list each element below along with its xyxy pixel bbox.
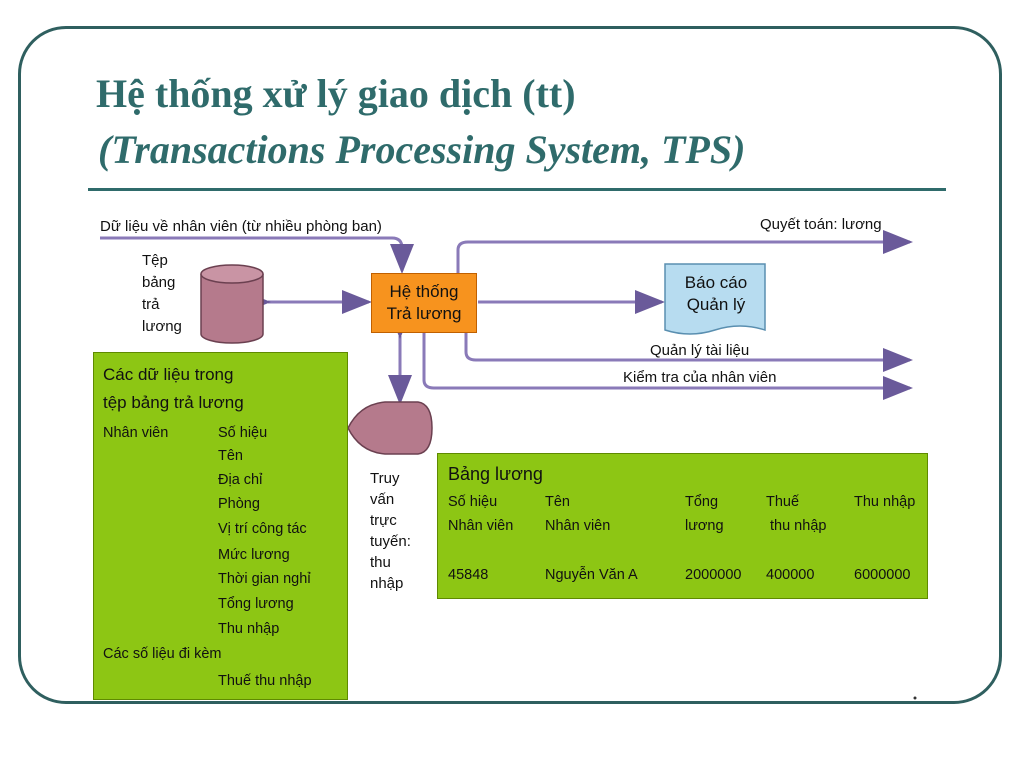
report-document-shape — [664, 263, 766, 335]
column-header: Tên — [545, 494, 570, 510]
file-data-panel: Các dữ liệu trong tệp bảng trả lương Nhâ… — [93, 352, 348, 700]
file-label: Tệp bảng trả lương — [142, 252, 182, 335]
group-attached-label: Các số liệu đi kèm — [103, 646, 222, 662]
column-header: Nhân viên — [448, 518, 514, 534]
field-item: Phòng — [218, 496, 260, 512]
column-header: Thuế — [766, 494, 800, 510]
field-item: Địa chỉ — [218, 472, 263, 488]
table-cell: Nguyễn Văn A — [545, 567, 638, 583]
title-divider — [88, 188, 946, 191]
column-header: Nhân viên — [545, 518, 611, 534]
column-header: thu nhập — [770, 518, 827, 534]
payroll-title: Bảng lương — [448, 464, 543, 484]
slide-frame — [18, 26, 1002, 704]
table-cell: 6000000 — [854, 567, 911, 583]
database-cylinder-icon — [200, 264, 264, 344]
online-query-label: Truy vấn trực tuyến: thu nhập — [370, 470, 411, 592]
column-header: lương — [685, 518, 724, 534]
table-cell: 400000 — [766, 567, 815, 583]
input-label: Dữ liệu về nhân viên (từ nhiều phòng ban… — [100, 218, 382, 235]
field-item: Tổng lương — [218, 596, 294, 612]
panel-heading-line1: Các dữ liệu trong — [103, 365, 234, 384]
settlement-arrow — [456, 230, 913, 273]
field-item: Thuế thu nhập — [218, 673, 312, 689]
column-header: Thu nhập — [854, 494, 916, 510]
slide-subtitle: (Transactions Processing System, TPS) — [98, 127, 746, 172]
query-display-shape — [347, 401, 433, 455]
column-header: Số hiệu — [448, 494, 498, 510]
panel-heading-line2: tệp bảng trả lương — [103, 393, 244, 412]
check-label: Kiểm tra của nhân viên — [623, 369, 777, 386]
field-item: Tên — [218, 448, 243, 464]
payroll-system-box: Hệ thống Trả lương — [371, 273, 477, 333]
payroll-table-panel: Bảng lương Số hiệu Nhân viên Tên Nhân vi… — [437, 453, 928, 599]
report-label: Báo cáo Quản lý — [684, 273, 748, 314]
field-item: Thời gian nghỉ — [218, 571, 311, 587]
table-cell: 2000000 — [685, 567, 742, 583]
docs-label: Quản lý tài liệu — [650, 342, 750, 359]
docs-arrow — [464, 333, 913, 372]
group-employee-label: Nhân viên — [103, 425, 169, 441]
field-item: Thu nhập — [218, 621, 280, 637]
slide-title: Hệ thống xử lý giao dịch (tt) — [96, 71, 576, 116]
table-cell: 45848 — [448, 567, 489, 583]
settlement-label: Quyết toán: lương — [760, 216, 882, 233]
field-item: Số hiệu — [218, 425, 268, 441]
check-arrow — [422, 333, 913, 400]
column-header: Tổng — [685, 494, 719, 510]
field-item: Mức lương — [218, 547, 290, 563]
field-item: Vị trí công tác — [218, 521, 307, 537]
input-arrow — [100, 236, 414, 274]
